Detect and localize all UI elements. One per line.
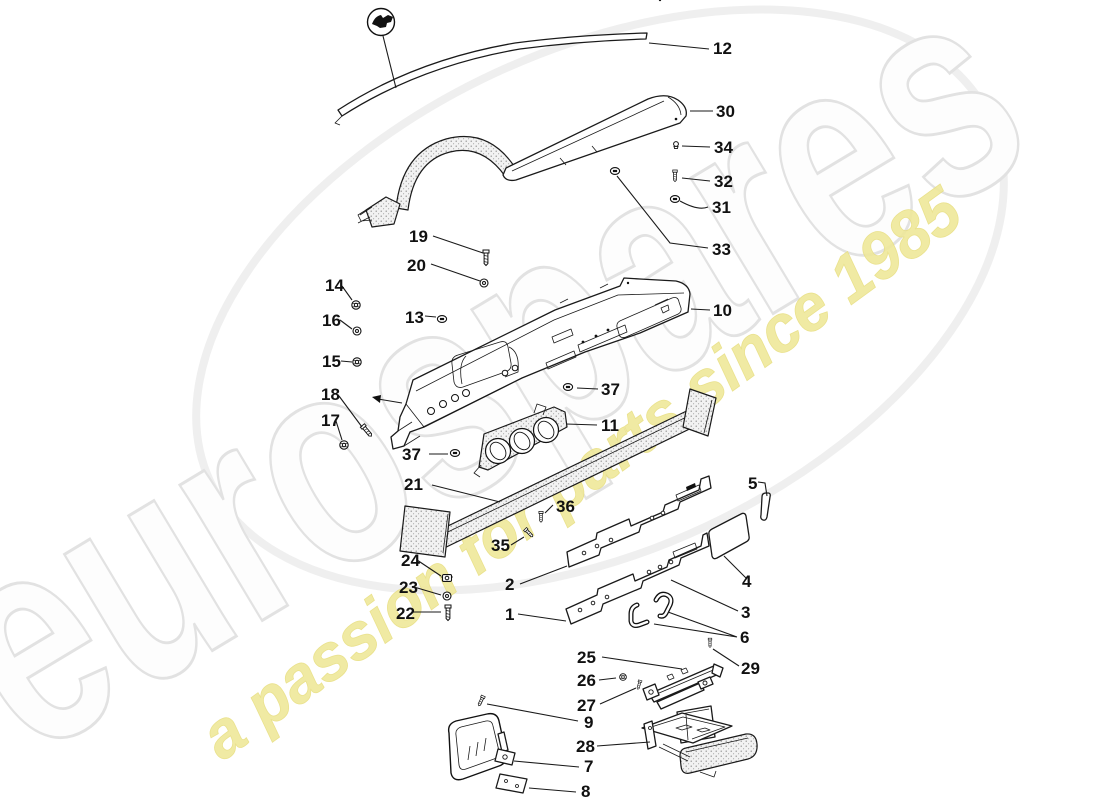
mounting-holes	[427, 364, 519, 415]
part-25-bracket	[642, 663, 724, 710]
callout-14[interactable]: 14	[325, 276, 344, 295]
fastener-14-nut	[351, 300, 361, 310]
callout-5[interactable]: 5	[748, 474, 757, 493]
fastener-34-pushnut	[673, 141, 679, 150]
fastener-22-screw	[444, 604, 452, 621]
fastener-27-screw	[635, 679, 643, 691]
fastener-29-screw	[707, 637, 713, 648]
strip-holes	[581, 510, 666, 556]
callout-10[interactable]: 10	[713, 301, 732, 320]
callout-15[interactable]: 15	[322, 352, 341, 371]
part-7-mirror	[447, 712, 516, 781]
fastener-26-nut	[619, 673, 627, 681]
fastener-37a-clip	[562, 383, 574, 391]
callout-19[interactable]: 19	[409, 227, 428, 246]
callout-27[interactable]: 27	[577, 696, 596, 715]
gauge-openings	[484, 416, 560, 465]
callout-29[interactable]: 29	[741, 659, 760, 678]
callout-25[interactable]: 25	[577, 648, 596, 667]
callout-8[interactable]: 8	[581, 782, 590, 800]
callout-33[interactable]: 33	[712, 240, 731, 259]
callout-32[interactable]: 32	[714, 172, 733, 191]
fastener-13-clip	[436, 315, 448, 323]
watermark-brand: eurospares	[0, 0, 1077, 800]
callout-20[interactable]: 20	[407, 256, 426, 275]
part-30-upper-dash-pad	[357, 95, 687, 228]
callout-16[interactable]: 16	[322, 311, 341, 330]
callout-36[interactable]: 36	[556, 497, 575, 516]
fastener-31-clip	[669, 195, 681, 203]
part-8-plate	[495, 773, 528, 794]
callout-6[interactable]: 6	[740, 628, 749, 647]
fastener-logo-badge	[366, 7, 397, 89]
leader-lines	[335, 42, 768, 793]
part-11-instrument-bezel	[473, 403, 568, 478]
callout-28[interactable]: 28	[576, 737, 595, 756]
fastener-24-clipnut	[440, 574, 454, 582]
callout-35[interactable]: 35	[491, 536, 510, 555]
callout-31[interactable]: 31	[712, 198, 731, 217]
callout-17[interactable]: 17	[321, 411, 340, 430]
part-10-dashboard	[372, 0, 691, 450]
callout-7[interactable]: 7	[584, 757, 593, 776]
callout-12[interactable]: 12	[713, 39, 732, 58]
part-12-trim-strip	[334, 32, 648, 126]
strip-holes	[577, 559, 674, 613]
callout-13[interactable]: 13	[405, 308, 424, 327]
callout-24[interactable]: 24	[401, 551, 420, 570]
callout-23[interactable]: 23	[399, 578, 418, 597]
panel-dots	[581, 0, 662, 344]
fastener-9-screw	[476, 694, 486, 707]
callout-37a[interactable]: 37	[601, 380, 620, 399]
watermark-swoosh	[192, 5, 1008, 595]
callout-3[interactable]: 3	[741, 603, 750, 622]
callout-30[interactable]: 30	[716, 102, 735, 121]
part-5-strip	[760, 492, 771, 521]
pointer-arrow	[372, 395, 381, 403]
part-1-mounting-strip	[565, 532, 710, 625]
callout-34[interactable]: 34	[714, 138, 733, 157]
fastener-37b-clip	[449, 449, 461, 457]
callout-1[interactable]: 1	[505, 605, 514, 624]
callout-11[interactable]: 11	[601, 416, 619, 435]
fastener-16-washer	[352, 326, 362, 336]
callout-9[interactable]: 9	[584, 713, 593, 732]
fastener-20-washer	[479, 278, 489, 288]
callout-22[interactable]: 22	[396, 604, 415, 623]
fastener-15-nut	[352, 357, 362, 367]
fastener-23-washer	[442, 591, 452, 601]
callout-2[interactable]: 2	[505, 575, 514, 594]
callout-4[interactable]: 4	[742, 572, 752, 591]
callout-26[interactable]: 26	[577, 671, 596, 690]
callout-18[interactable]: 18	[321, 385, 340, 404]
fastener-19-screw	[482, 249, 490, 266]
callouts: 12 30 34 32 31 33 10 19 20 14 16 13 15 1…	[321, 39, 760, 800]
callout-21[interactable]: 21	[404, 475, 423, 494]
fastener-36-screw	[538, 511, 544, 523]
callout-37b[interactable]: 37	[402, 445, 421, 464]
clip-icon	[372, 15, 393, 28]
part-21-knee-pad	[399, 388, 717, 558]
fastener-17-nut	[339, 440, 349, 450]
part-2-mounting-strip	[566, 475, 712, 568]
fastener-33-clip	[609, 167, 621, 175]
part-4-plate	[708, 512, 750, 560]
part-28-ashtray	[641, 705, 758, 778]
fastener-32-screw	[672, 169, 678, 182]
part-6-clips	[628, 591, 674, 628]
